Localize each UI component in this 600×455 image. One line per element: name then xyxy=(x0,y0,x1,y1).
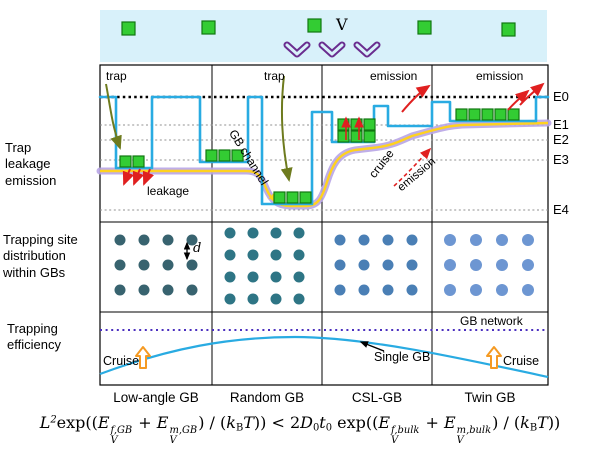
energy-label-e2: E2 xyxy=(553,132,569,147)
row-label-trapping-efficiency: Trapping efficiency xyxy=(7,321,61,353)
column-label-csl-gb: CSL-GB xyxy=(351,390,403,405)
cruise-left-label: Cruise xyxy=(103,354,140,368)
row-label-trap-leakage-emission: Trap leakage emission xyxy=(5,140,57,188)
single-gb-label: Single GB xyxy=(374,350,431,364)
column-label-random-gb: Random GB xyxy=(229,390,305,405)
cruise-right-label: Cruise xyxy=(503,354,540,368)
cruise-arrows xyxy=(135,346,502,369)
column-label-twin-gb: Twin GB xyxy=(464,390,516,405)
sample-surface-band xyxy=(100,10,547,62)
trap-label-2: trap xyxy=(264,69,285,83)
voltage-label: V xyxy=(336,15,348,34)
leakage-label: leakage xyxy=(147,184,190,198)
voltage-arrows xyxy=(283,41,381,58)
energy-label-e3: E3 xyxy=(553,152,569,167)
single-gb-pointer xyxy=(359,341,385,352)
gb-network-label: GB network xyxy=(460,314,523,328)
potential-curve xyxy=(98,95,550,206)
emission-arrows xyxy=(341,82,545,187)
emission-label-1: emission xyxy=(370,69,418,83)
trap-label-1: trap xyxy=(106,69,127,83)
efficiency-curve xyxy=(99,335,549,379)
energy-label-e1: E1 xyxy=(553,117,569,132)
dot-spacing-label: d xyxy=(193,241,202,256)
emission-label-2: emission xyxy=(476,69,524,83)
leakage-arrows xyxy=(122,168,155,186)
trap-arrows xyxy=(105,75,293,182)
energy-label-e4: E4 xyxy=(553,202,569,217)
column-label-low-angle-gb: Low-angle GB xyxy=(113,390,199,405)
row-label-trapping-sites: Trapping site distribution within GBs xyxy=(3,232,78,280)
energy-label-e0: E0 xyxy=(553,89,569,104)
trapping-site-dots xyxy=(114,227,534,305)
